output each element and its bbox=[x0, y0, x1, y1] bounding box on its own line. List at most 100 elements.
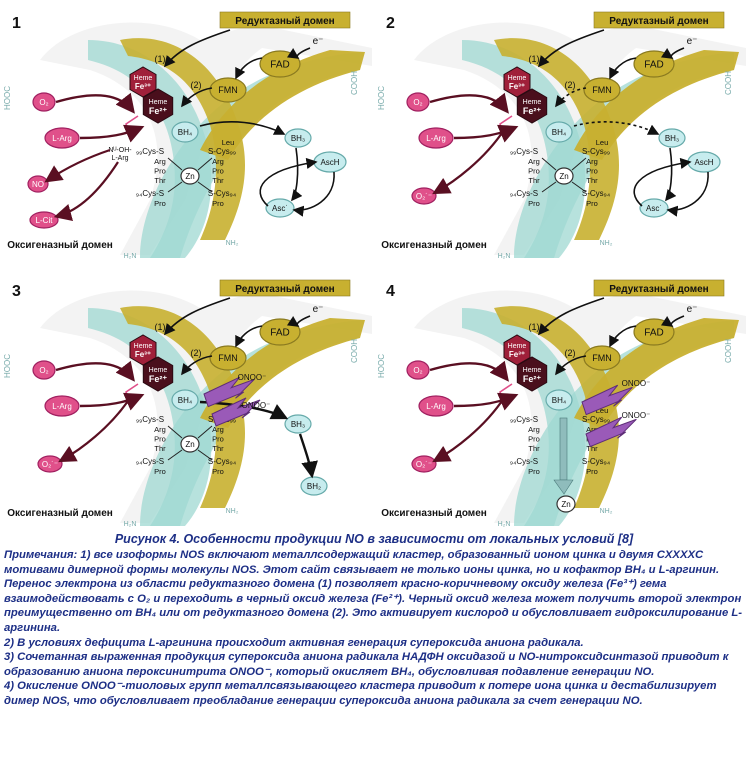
step1-label: (1) bbox=[529, 54, 540, 64]
asch-cycle-arrow bbox=[666, 171, 709, 217]
leu-label: Leu bbox=[596, 406, 609, 415]
bh3-node-label: BH₃ bbox=[291, 420, 305, 429]
heme-fe3-hexagon bbox=[503, 66, 531, 98]
larg-node-shape bbox=[418, 395, 454, 417]
larg-node-label: L-Arg bbox=[52, 134, 72, 143]
cys94-right-label: S-Cys₉₄ bbox=[582, 457, 610, 466]
fad-to-fmn-arrow bbox=[235, 57, 263, 80]
o2-binding-arrow bbox=[55, 360, 135, 382]
fad-to-fmn-arrow bbox=[609, 325, 637, 348]
electron-step2-arrow bbox=[555, 87, 587, 108]
electron-step1-arrow bbox=[163, 29, 231, 68]
lcit-release-arrow bbox=[53, 161, 119, 222]
superoxide-node-label: O₂˙⁻ bbox=[416, 460, 432, 469]
panel-number: 3 bbox=[12, 283, 21, 300]
bh3-node-label: BH₃ bbox=[665, 134, 679, 143]
bh4-node-label: BH₄ bbox=[552, 396, 566, 405]
o2-binding-arrow bbox=[429, 92, 509, 114]
o2-binding-arrow bbox=[429, 360, 509, 382]
electron-arrow-fad bbox=[286, 47, 311, 59]
superoxide-release-arrow bbox=[58, 397, 131, 463]
step1-label: (1) bbox=[529, 322, 540, 332]
fmn-node-shape bbox=[209, 77, 247, 103]
bh3-node-shape bbox=[284, 128, 312, 148]
larg-node-shape bbox=[44, 127, 80, 149]
oxygenase-band-right bbox=[514, 52, 734, 258]
reductase-domain-label: Редуктазный домен bbox=[235, 16, 334, 27]
fad-to-fmn-arrow bbox=[609, 57, 637, 80]
o2-node-shape bbox=[32, 360, 56, 380]
cys94-right-label: S-Cys₉₄ bbox=[208, 457, 236, 466]
fad-node-label: FAD bbox=[270, 328, 289, 339]
heme-fe2-heme-label: Heme bbox=[149, 367, 168, 374]
onoo-label-upper: ONOO⁻ bbox=[238, 373, 267, 382]
bh3-node-shape bbox=[284, 414, 312, 434]
heme-fe2-iron-label: Fe²⁺ bbox=[523, 374, 542, 384]
asc-node-label: Asc˙ bbox=[272, 204, 288, 213]
step2-label: (2) bbox=[191, 80, 202, 90]
heme-fe3-heme-label: Heme bbox=[134, 343, 153, 350]
electron-label: e⁻ bbox=[687, 36, 698, 47]
bh2-node-label: BH₂ bbox=[307, 482, 321, 491]
reductase-label-box bbox=[593, 279, 725, 297]
superoxide-node-shape bbox=[37, 455, 63, 473]
background-shape bbox=[40, 290, 372, 523]
cooh-label: COOH bbox=[350, 71, 359, 95]
cooh-label: COOH bbox=[350, 339, 359, 363]
o2-node-shape bbox=[32, 92, 56, 112]
onoo-bolt-upper bbox=[203, 376, 255, 408]
caption-note-2: 2) В условиях дефицита L-аргинина происх… bbox=[4, 636, 584, 649]
bh3-node-shape bbox=[658, 128, 686, 148]
fmn-node-shape bbox=[209, 345, 247, 371]
asc-node-label: Asc˙ bbox=[646, 204, 662, 213]
fmn-node-label: FMN bbox=[592, 353, 612, 363]
o2-binding-arrow bbox=[55, 92, 135, 114]
onoo-bolt-lower bbox=[585, 416, 637, 448]
heme-fe3-iron-label: Fe³⁺ bbox=[135, 350, 151, 359]
nh2-label: NH₂ bbox=[226, 240, 239, 247]
cys94-left-label: ₉₄Cys-S bbox=[136, 189, 164, 198]
cooh-label: COOH bbox=[724, 71, 733, 95]
electron-step1-arrow bbox=[163, 297, 231, 336]
zn-bond-2 bbox=[197, 157, 213, 171]
asch-node-label: AscH bbox=[320, 158, 339, 167]
zn-bond-3 bbox=[167, 181, 183, 193]
no-release-arrow bbox=[44, 148, 111, 183]
nohoh-larg-line: Nᵁ-OH- bbox=[108, 147, 132, 154]
hooc-label: HOOC bbox=[3, 354, 12, 378]
cys94-right-label: S-Cys₉₄ bbox=[208, 189, 236, 198]
electron-arrow-fad bbox=[286, 315, 311, 327]
fmn-node-shape bbox=[583, 77, 621, 103]
heme-fe3-iron-label: Fe³⁺ bbox=[135, 82, 151, 91]
o2-node-shape bbox=[406, 360, 430, 380]
cys99-left-label: ₉₉Cys-S bbox=[136, 147, 164, 156]
left-residue-1: Pro bbox=[154, 435, 166, 444]
bh4-node-shape bbox=[171, 121, 199, 143]
bh4-node-shape bbox=[545, 121, 573, 143]
right-pro-label: Pro bbox=[586, 467, 598, 476]
right-pro-label: Pro bbox=[586, 199, 598, 208]
right-residue-0: Arg bbox=[212, 157, 224, 166]
zn-node-label: Zn bbox=[185, 172, 194, 181]
onoo-label-upper: ONOO⁻ bbox=[622, 379, 651, 388]
fmn-node-label: FMN bbox=[592, 85, 612, 95]
bh3-reduction-arrow bbox=[665, 147, 677, 202]
heme-fe3-heme-label: Heme bbox=[508, 343, 527, 350]
left-pro-label: Pro bbox=[154, 467, 166, 476]
left-residue-0: Arg bbox=[528, 157, 540, 166]
electron-step2-arrow bbox=[181, 355, 213, 376]
step1-label: (1) bbox=[155, 322, 166, 332]
nh2-label: NH₂ bbox=[600, 240, 613, 247]
reductase-domain-label: Редуктазный домен bbox=[609, 284, 708, 295]
hooc-label: HOOC bbox=[377, 86, 386, 110]
zn-release-shaft bbox=[559, 417, 568, 481]
reductase-band-right bbox=[200, 50, 365, 160]
cys99-left-label: ₉₉Cys-S bbox=[510, 415, 538, 424]
larg-node-shape bbox=[418, 127, 454, 149]
oxygenase-band-right bbox=[140, 320, 360, 526]
cys99-left-label: ₉₉Cys-S bbox=[510, 147, 538, 156]
nh2-label: NH₂ bbox=[600, 508, 613, 515]
nh2-label: NH₂ bbox=[226, 508, 239, 515]
